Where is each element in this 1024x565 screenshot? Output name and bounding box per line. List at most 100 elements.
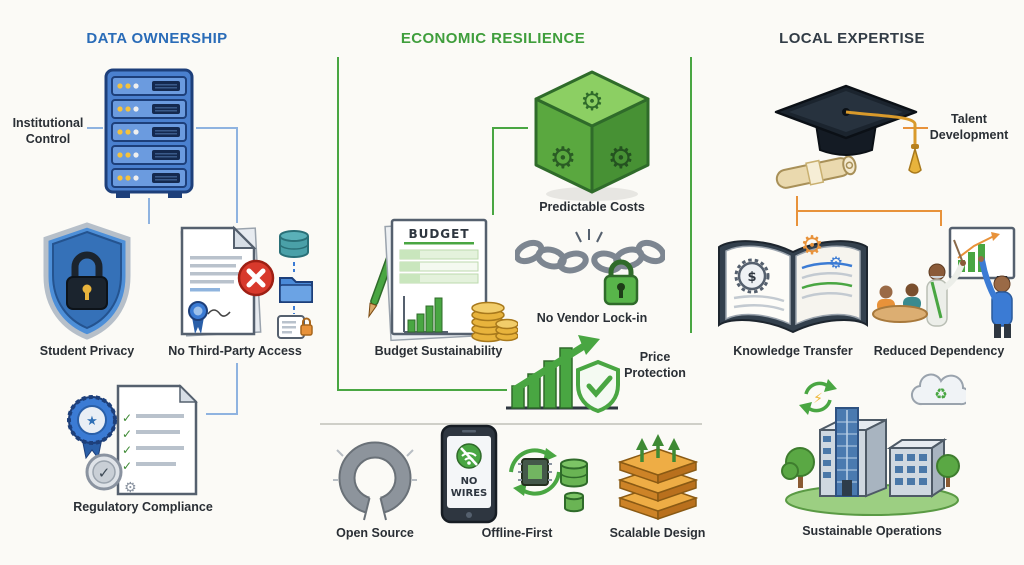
sync-arrows-icon: [509, 448, 561, 496]
gear-cube-icon: ⚙ ⚙ ⚙: [526, 66, 658, 202]
label-knowledge-transfer: Knowledge Transfer: [733, 344, 853, 358]
connector-server-to-doc-v: [236, 127, 238, 223]
header-economic-resilience: ECONOMIC RESILIENCE: [400, 30, 586, 47]
label-predictable-costs: Predictable Costs: [539, 200, 645, 214]
connector-server-to-doc-h: [196, 127, 237, 129]
local-database-icon: [560, 458, 588, 513]
label-institutional-control: Institutional Control: [12, 116, 84, 146]
tree-icon: [936, 454, 960, 487]
chip-icon: [518, 458, 552, 486]
check-icon: ✓: [98, 464, 111, 482]
privacy-shield-icon: [37, 222, 137, 340]
check-icon: ✓: [122, 427, 132, 441]
label-regulatory-compliance: Regulatory Compliance: [73, 500, 213, 514]
checklist-document: ✓ ✓ ✓ ✓ ⚙: [116, 384, 198, 496]
certificate-badge-icon: ★: [67, 395, 117, 460]
red-x-icon: [237, 259, 275, 297]
dollar-gear-icon: $: [734, 258, 770, 294]
gear-icon: ⚙: [124, 480, 137, 496]
folder-icon: [279, 277, 313, 303]
graduation-cap-icon: [768, 72, 923, 196]
growth-arrow-icon: [512, 335, 600, 393]
label-no-third-party-access: No Third-Party Access: [168, 344, 302, 358]
label-price-protection: Price Protection: [624, 350, 686, 380]
sustainable-campus-icon: ⚡ ♻: [778, 372, 966, 520]
database-icon: [279, 230, 309, 258]
training-scene-icon: [862, 222, 1020, 340]
price-protection-chart-icon: [502, 330, 622, 414]
label-sustainable-operations: Sustainable Operations: [802, 524, 942, 538]
budget-document-icon: BUDGET: [368, 212, 518, 344]
connector-doc-to-compliance-h: [206, 413, 238, 415]
connector-institutional-control: [87, 127, 103, 129]
trainee-figure: [978, 256, 1013, 338]
connector-cube-to-budget: [492, 127, 494, 215]
header-data-ownership: DATA OWNERSHIP: [86, 30, 228, 47]
coin-stacks-icon: [471, 301, 518, 343]
server-bay: [111, 99, 187, 119]
teacher-figure: [926, 239, 966, 327]
check-badge-icon: ✓: [85, 453, 123, 491]
diploma-icon: [775, 155, 857, 189]
broken-chain-icon: [515, 226, 665, 310]
open-source-icon: [333, 436, 417, 522]
gear-icon: ⚙: [550, 141, 577, 176]
check-icon: ✓: [122, 443, 132, 457]
label-talent-development: Talent Development: [929, 112, 1009, 142]
label-offline-first: Offline-First: [481, 526, 553, 540]
header-local-expertise: LOCAL EXPERTISE: [779, 30, 925, 47]
check-icon: ✓: [122, 411, 132, 425]
connector-economic-right: [690, 57, 692, 333]
layer-stack: [617, 448, 699, 521]
label-open-source: Open Source: [336, 526, 414, 540]
shield-check-icon: [576, 359, 620, 414]
radiating-ticks: [333, 449, 417, 481]
connector-cube-h: [492, 127, 528, 129]
up-arrows-icon: [636, 434, 680, 462]
bolt-icon: ⚡: [813, 391, 823, 407]
main-building: [819, 407, 887, 498]
regulatory-compliance-icon: ✓ ✓ ✓ ✓ ⚙ ★ ✓: [60, 382, 210, 500]
server-bay: [111, 145, 187, 165]
server-bay: [111, 168, 187, 188]
green-cloud-icon: ♻: [911, 373, 966, 406]
divider-economic-bottom-row: [320, 423, 702, 425]
tree-icon: [781, 447, 815, 488]
server-bay: [111, 122, 187, 142]
connector-cap-branch-h: [796, 210, 942, 212]
star-icon: ★: [86, 414, 98, 429]
check-icon: ✓: [122, 459, 132, 473]
label-no-vendor-lock-in: No Vendor Lock-in: [536, 311, 648, 325]
connector-economic-bottom: [337, 389, 507, 391]
annex-building: [886, 438, 948, 498]
gear-icon: ⚙: [800, 231, 823, 261]
energy-recycle-icon: ⚡: [799, 379, 837, 415]
tassel-icon: [845, 110, 922, 174]
connector-server-to-shield: [148, 198, 150, 224]
seated-students: [872, 283, 928, 323]
server-bay: [111, 76, 187, 96]
label-reduced-dependency: Reduced Dependency: [873, 344, 1005, 358]
no-access-document-icon: [168, 222, 318, 340]
mini-bar-chart: [403, 296, 448, 333]
break-spark-icon: [575, 229, 603, 243]
gear-icon: ⚙: [580, 87, 603, 117]
budget-title-text: BUDGET: [408, 227, 469, 241]
scalable-layers-icon: [612, 432, 704, 522]
connector-branch-to-people: [940, 210, 942, 226]
padlock-icon: [66, 251, 108, 310]
ribbon-seal-icon: [188, 301, 208, 334]
locked-list-icon: [277, 315, 313, 339]
label-student-privacy: Student Privacy: [39, 344, 135, 358]
label-budget-sustainability: Budget Sustainability: [374, 344, 503, 358]
connector-doc-to-compliance-v: [236, 363, 238, 415]
gear-icon: ⚙: [829, 253, 843, 272]
chain-links: [515, 239, 665, 274]
server-rack-icon: [100, 68, 198, 200]
label-scalable-design: Scalable Design: [609, 526, 706, 540]
knowledge-book-icon: $ ⚙ ⚙: [714, 224, 872, 340]
green-padlock-icon: [603, 259, 639, 306]
